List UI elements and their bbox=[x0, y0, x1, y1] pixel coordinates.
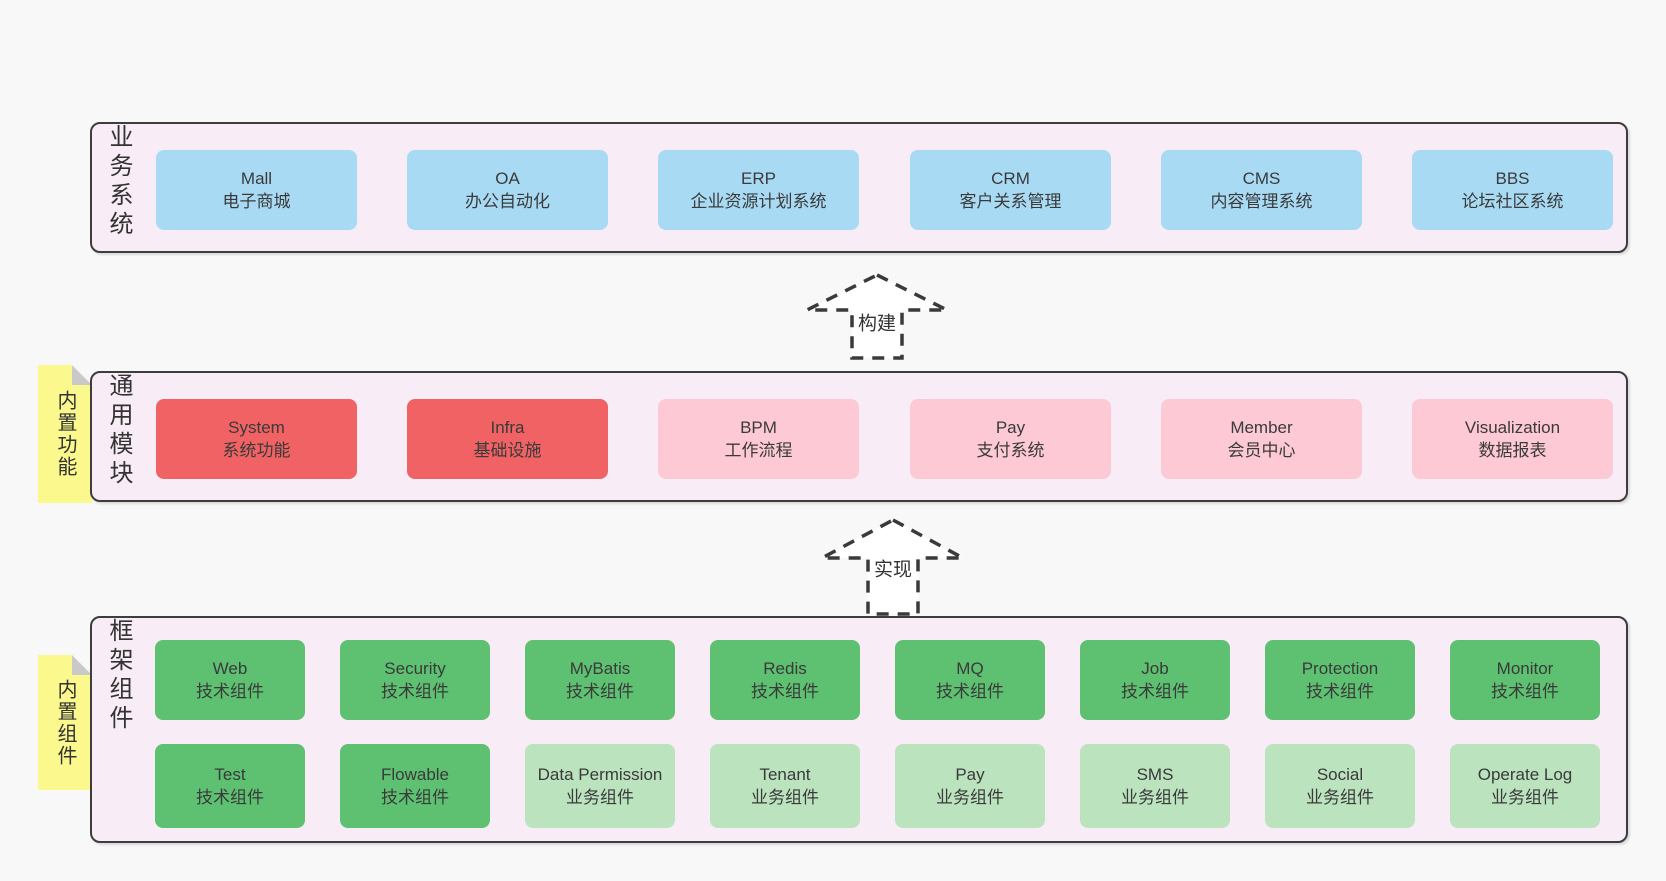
box-title: Security bbox=[384, 659, 446, 678]
box-subtitle: 数据报表 bbox=[1478, 441, 1547, 460]
box-data-permission: Data Permission 业务组件 bbox=[525, 744, 675, 828]
box-sms: SMS 业务组件 bbox=[1080, 744, 1230, 828]
sticky-note-text: 内置功能 bbox=[54, 390, 76, 478]
box-protection: Protection 技术组件 bbox=[1265, 640, 1415, 720]
box-subtitle: 技术组件 bbox=[1306, 682, 1374, 701]
box-subtitle: 企业资源计划系统 bbox=[690, 192, 827, 211]
box-subtitle: 业务组件 bbox=[566, 788, 634, 807]
box-subtitle: 技术组件 bbox=[1491, 682, 1559, 701]
box-subtitle: 技术组件 bbox=[751, 682, 819, 701]
box-title: Job bbox=[1141, 659, 1169, 678]
box-title: SMS bbox=[1136, 765, 1174, 784]
box-crm: CRM 客户关系管理 bbox=[910, 150, 1111, 230]
box-subtitle: 技术组件 bbox=[381, 788, 449, 807]
box-subtitle: 技术组件 bbox=[566, 682, 634, 701]
arrow-build-label: 构建 bbox=[854, 307, 900, 337]
box-subtitle: 内容管理系统 bbox=[1210, 192, 1313, 211]
box-title: Pay bbox=[995, 418, 1026, 437]
arrow-implement-label: 实现 bbox=[870, 553, 916, 583]
box-title: Operate Log bbox=[1477, 765, 1573, 784]
box-title: Mall bbox=[240, 169, 273, 188]
box-mq: MQ 技术组件 bbox=[895, 640, 1045, 720]
box-bpm: BPM 工作流程 bbox=[658, 399, 859, 479]
box-subtitle: 技术组件 bbox=[381, 682, 449, 701]
box-oa: OA 办公自动化 bbox=[407, 150, 608, 230]
box-erp: ERP 企业资源计划系统 bbox=[658, 150, 859, 230]
box-mybatis: MyBatis 技术组件 bbox=[525, 640, 675, 720]
box-title: CRM bbox=[991, 169, 1030, 188]
box-subtitle: 技术组件 bbox=[1121, 682, 1189, 701]
box-title: BPM bbox=[740, 418, 777, 437]
box-title: BBS bbox=[1495, 169, 1530, 188]
box-title: Social bbox=[1316, 765, 1364, 784]
box-title: MyBatis bbox=[569, 659, 631, 678]
box-title: Pay bbox=[955, 765, 985, 784]
box-title: Test bbox=[214, 765, 246, 784]
box-subtitle: 工作流程 bbox=[724, 441, 793, 460]
box-subtitle: 技术组件 bbox=[196, 788, 264, 807]
layer-business-systems-label: 业务系统 bbox=[105, 124, 132, 240]
box-subtitle: 电子商城 bbox=[222, 192, 291, 211]
box-subtitle: 客户关系管理 bbox=[959, 192, 1062, 211]
box-subtitle: 办公自动化 bbox=[465, 192, 550, 211]
box-title: Web bbox=[212, 659, 248, 678]
box-title: Visualization bbox=[1464, 418, 1561, 437]
box-redis: Redis 技术组件 bbox=[710, 640, 860, 720]
note-fold-corner-icon bbox=[72, 365, 92, 385]
sticky-note-builtin-features: 内置功能 bbox=[38, 365, 92, 503]
box-cms: CMS 内容管理系统 bbox=[1161, 150, 1362, 230]
sticky-note-builtin-components: 内置组件 bbox=[38, 655, 92, 790]
box-security: Security 技术组件 bbox=[340, 640, 490, 720]
box-flowable: Flowable 技术组件 bbox=[340, 744, 490, 828]
box-title: Protection bbox=[1301, 659, 1379, 678]
note-fold-corner-icon bbox=[72, 655, 92, 675]
box-subtitle: 业务组件 bbox=[936, 788, 1004, 807]
box-title: Flowable bbox=[380, 765, 450, 784]
box-subtitle: 技术组件 bbox=[196, 682, 264, 701]
box-pay: Pay 业务组件 bbox=[895, 744, 1045, 828]
box-subtitle: 业务组件 bbox=[1121, 788, 1189, 807]
box-title: Member bbox=[1230, 418, 1293, 437]
box-subtitle: 系统功能 bbox=[222, 441, 291, 460]
box-subtitle: 会员中心 bbox=[1227, 441, 1296, 460]
sticky-note-text: 内置组件 bbox=[54, 678, 76, 767]
box-subtitle: 业务组件 bbox=[1306, 788, 1374, 807]
box-job: Job 技术组件 bbox=[1080, 640, 1230, 720]
box-title: Redis bbox=[763, 659, 807, 678]
box-web: Web 技术组件 bbox=[155, 640, 305, 720]
box-system: System 系统功能 bbox=[156, 399, 357, 479]
box-subtitle: 业务组件 bbox=[751, 788, 819, 807]
box-test: Test 技术组件 bbox=[155, 744, 305, 828]
box-title: ERP bbox=[741, 169, 776, 188]
box-monitor: Monitor 技术组件 bbox=[1450, 640, 1600, 720]
layer-framework-components-label: 框架组件 bbox=[105, 618, 132, 734]
box-social: Social 业务组件 bbox=[1265, 744, 1415, 828]
box-subtitle: 基础设施 bbox=[473, 441, 542, 460]
box-title: System bbox=[228, 418, 285, 437]
layer-common-modules: 通用模块 System 系统功能 Infra 基础设施 BPM 工作流程 Pay… bbox=[90, 371, 1628, 502]
box-bbs: BBS 论坛社区系统 bbox=[1412, 150, 1613, 230]
box-title: Infra bbox=[490, 418, 525, 437]
box-visualization: Visualization 数据报表 bbox=[1412, 399, 1613, 479]
box-title: CMS bbox=[1242, 169, 1281, 188]
box-subtitle: 支付系统 bbox=[976, 441, 1045, 460]
box-title: Data Permission bbox=[537, 765, 663, 784]
box-title: MQ bbox=[956, 659, 984, 678]
box-operate-log: Operate Log 业务组件 bbox=[1450, 744, 1600, 828]
box-subtitle: 业务组件 bbox=[1491, 788, 1559, 807]
box-pay: Pay 支付系统 bbox=[910, 399, 1111, 479]
box-title: Monitor bbox=[1496, 659, 1554, 678]
layer-framework-components: 框架组件 Web 技术组件 Security 技术组件 MyBatis 技术组件… bbox=[90, 616, 1628, 843]
box-subtitle: 技术组件 bbox=[936, 682, 1004, 701]
layer-business-systems: 业务系统 Mall 电子商城 OA 办公自动化 ERP 企业资源计划系统 CRM… bbox=[90, 122, 1628, 253]
box-title: Tenant bbox=[759, 765, 811, 784]
layer-common-modules-label: 通用模块 bbox=[105, 373, 132, 489]
box-mall: Mall 电子商城 bbox=[156, 150, 357, 230]
box-tenant: Tenant 业务组件 bbox=[710, 744, 860, 828]
box-member: Member 会员中心 bbox=[1161, 399, 1362, 479]
box-infra: Infra 基础设施 bbox=[407, 399, 608, 479]
box-subtitle: 论坛社区系统 bbox=[1461, 192, 1564, 211]
box-title: OA bbox=[495, 169, 520, 188]
